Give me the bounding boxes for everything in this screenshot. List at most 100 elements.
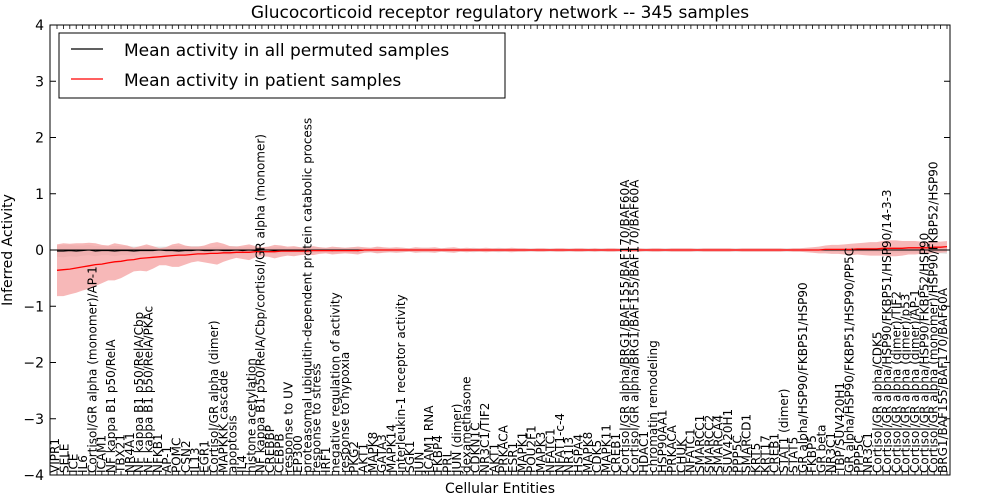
x-category-label: NF kappa B1 p50/RelA: [104, 339, 118, 473]
x-category-label: ESR1: [506, 442, 520, 473]
y-tick-label: 4: [35, 18, 44, 34]
x-category-label: NF kappa B1 p50/RelA/Cbp/cortisol/GR alp…: [254, 134, 268, 473]
x-category-label: proteasomal ubiquitin-dependent protein …: [300, 118, 314, 473]
x-category-label: PRKACA: [665, 424, 679, 473]
x-category-label: NFATC1: [684, 428, 698, 473]
x-category-label: EGR1: [198, 440, 212, 473]
x-category-label: NF kappa B1 p50/RelA/Cbp: [132, 312, 146, 473]
x-category-label: JUN: [413, 452, 427, 474]
plot-area: 43210−1−2−3−4VIPR1SELEICEIL6Cortisol/GR …: [23, 18, 951, 484]
x-category-label: Cortisol/GR alpha/BRG1/BAF155/BAF170/BAF…: [628, 179, 642, 473]
x-category-label: MAPKKK cascade: [216, 371, 230, 473]
x-category-label: Cortisol/GR alpha (monomer)/HSP90/FKBP52…: [927, 162, 941, 473]
x-category-label: Cortisol/GR alpha/HSP90/FKBP52/HSP90: [917, 233, 931, 473]
x-category-label: AKT1: [487, 443, 501, 473]
x-category-label: CEBPB: [272, 433, 286, 473]
x-category-label: PRKACA: [497, 424, 511, 473]
x-category-label: response to UV: [282, 381, 296, 473]
y-tick-label: −4: [23, 468, 44, 484]
x-category-label: MAPK3: [534, 432, 548, 473]
x-category-label: POU2F1: [525, 425, 539, 473]
x-category-label: Cortisol/GR alpha (monomer)/AP-1: [85, 266, 99, 473]
x-category-label: ICAM1 RNA: [422, 405, 436, 473]
x-category-label: BRG1/BAF155/BAF170/BAF60A: [936, 287, 950, 473]
x-category-label: FKBP4: [431, 435, 445, 473]
x-category-label: Cortisol/GR alpha (dimer)/AP-1: [908, 289, 922, 473]
x-category-label: IL13: [188, 448, 202, 474]
x-category-label: Cortisol/GR alpha/CDK5: [871, 331, 885, 473]
x-category-label: HDAC1: [637, 431, 651, 473]
x-category-label: MAPK14: [385, 424, 399, 473]
x-category-label: PPP5C: [730, 435, 744, 473]
x-category-label: AP-1: [160, 446, 174, 473]
x-category-label: SMARCA4: [712, 415, 726, 473]
x-category-label: NFAT1-c-4: [553, 413, 567, 473]
x-category-label: IRF1: [319, 447, 333, 473]
x-category-label: SMARCC2: [702, 415, 716, 473]
x-category-label: chromatin remodeling: [646, 340, 660, 473]
y-axis-label: Inferred Activity: [0, 194, 16, 306]
x-category-label: VIPR1: [48, 438, 62, 473]
x-category-label: STAT5: [786, 437, 800, 473]
legend: Mean activity in all permuted samples Me…: [58, 32, 506, 99]
x-category-label: PPP5C: [852, 435, 866, 473]
x-category-label: CDKN1C: [469, 423, 483, 473]
y-tick-label: −2: [23, 356, 44, 372]
x-category-label: CHUK: [674, 438, 688, 473]
y-tick-label: 2: [35, 131, 44, 147]
x-category-label: CSN2: [179, 440, 193, 473]
x-category-label: interleukin-1 receptor activity: [394, 294, 408, 473]
y-tick-label: −3: [23, 412, 44, 428]
x-category-label: SMARCD1: [740, 414, 754, 473]
x-category-label: MAPK1: [515, 432, 529, 473]
x-category-label: CDK5: [590, 440, 604, 473]
x-category-label: NFKB1: [151, 433, 165, 473]
x-category-label: MAPK8: [366, 432, 380, 473]
x-category-label: MAPK8: [581, 432, 595, 473]
x-category-label: Cortisol/GR alpha (dimer)/TIF2: [889, 291, 903, 473]
x-category-label: Cortisol/GR alpha (dimer): [207, 320, 221, 473]
legend-frame: [58, 32, 506, 99]
x-category-label: NR3C1/TIF2: [478, 403, 492, 473]
x-category-label: CREBBP: [263, 425, 277, 473]
x-category-label: POMC: [170, 438, 184, 473]
x-category-label: CREB1: [609, 433, 623, 473]
x-category-label: NR4A1: [123, 432, 137, 473]
x-category-label: FKBP5: [805, 435, 819, 473]
legend-patient-label: Mean activity in patient samples: [124, 71, 401, 91]
x-category-label: GR beta: [815, 424, 829, 473]
x-category-label: response to hypoxia: [338, 352, 352, 473]
x-category-label: JUN (dimer): [450, 404, 464, 474]
x-category-label: GATA3: [375, 434, 389, 473]
x-category-label: SUV420H1: [721, 409, 735, 473]
x-category-label: STAT1 (dimer): [777, 389, 791, 473]
x-category-label: IL6: [76, 455, 90, 473]
x-category-label: dexamethasone: [459, 376, 473, 473]
line-series-2: [56, 245, 948, 271]
x-category-label: SMARCC1: [693, 415, 707, 473]
x-category-label: MAPK11: [600, 424, 614, 473]
y-tick-label: 3: [35, 74, 44, 90]
x-category-label: KRT17: [758, 435, 772, 473]
x-category-label: PRL: [441, 450, 455, 473]
x-category-label: TBX21: [113, 434, 127, 474]
x-category-label: GR alpha/HSP90/FKBP51/HSP90: [796, 282, 810, 473]
band-series-2: [57, 240, 947, 297]
x-category-label: SELE: [57, 444, 71, 473]
x-category-label: CREB1: [768, 433, 782, 473]
x-category-label: NFATC1: [543, 428, 557, 473]
x-category-label: Cortisol/GR alpha (dimer)/p53: [899, 294, 913, 473]
x-category-label: NR3C1: [824, 432, 838, 473]
x-category-label: ICE: [67, 454, 81, 474]
x-category-label: SGK1: [403, 441, 417, 473]
x-category-label: response to stress: [310, 363, 324, 473]
x-category-label: PKG2: [347, 441, 361, 473]
x-category-label: KRT5: [749, 443, 763, 473]
x-category-label: GR alpha/HSP90/FKBP51/HSP90/PP5C: [843, 248, 857, 473]
x-category-label: NR3C1: [861, 432, 875, 473]
x-category-label: negative regulation of activity: [328, 292, 342, 473]
x-category-label: apoptosis: [226, 415, 240, 473]
x-category-label: Cortisol/GR alpha/BRG1/BAF155/BAF170/BAF…: [618, 179, 632, 473]
y-tick-label: 0: [35, 243, 44, 259]
